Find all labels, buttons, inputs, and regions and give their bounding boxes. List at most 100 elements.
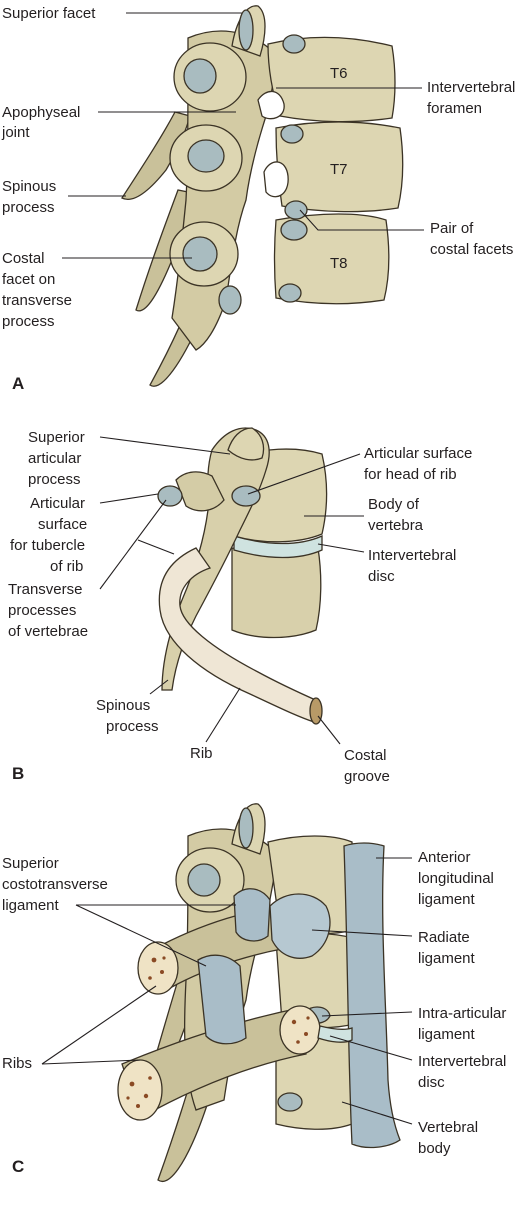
rib-head-cross-section [279, 1005, 321, 1055]
costal-demifacet-t6-lower [280, 124, 304, 144]
marrow-spot [162, 956, 166, 960]
marrow-spot [136, 1104, 140, 1108]
ivd-b-leader [317, 543, 365, 553]
sap-label-line-1: Superior [28, 429, 85, 446]
spinous-process-label-b: Spinous process [96, 679, 169, 735]
apophyseal-joint-label-line-2: joint [1, 124, 30, 141]
tp-label-line-1: Transverse [8, 581, 82, 598]
rib-head-facet-b [231, 485, 261, 507]
transverse-costal-facet-t6 [183, 58, 217, 94]
intervertebral-disc-label-b: Intervertebral disc [317, 543, 456, 585]
marrow-spots [126, 956, 310, 1108]
rib-end-costal-groove [309, 697, 323, 725]
ia-label-line-1: Intra-articular [418, 1005, 506, 1022]
ast-label-line-3: for tubercle [10, 537, 85, 554]
tp-leader-2 [137, 539, 175, 555]
costal-facet-label-line-1: Costal [2, 250, 45, 267]
marrow-spot [126, 1096, 130, 1100]
lower-vertebral-body [231, 547, 322, 639]
sct-label-line-2: costotransverse [2, 876, 108, 893]
marrow-spot [306, 1016, 310, 1020]
ivd-c-label-line-1: Intervertebral [418, 1053, 506, 1070]
costal-demifacet-t8-upper [280, 219, 308, 241]
ast-label-line-1: Articular [30, 495, 85, 512]
costal-groove-label: Costal groove [317, 715, 390, 785]
panel-letter-a: A [12, 374, 24, 393]
spinous-process-label-a-line-1: Spinous [2, 178, 56, 195]
al-label-line-2: longitudinal [418, 870, 494, 887]
marrow-spot [291, 1019, 297, 1025]
costal-demifacet-t7-lower [284, 200, 308, 220]
panel-c: Superior costotransverse ligament Ribs A… [2, 803, 506, 1183]
articular-surface-tubercle-label: Articular surface for tubercle of rib [10, 493, 159, 575]
marrow-spot [143, 1093, 149, 1099]
ash-label-line-2: for head of rib [364, 466, 457, 483]
apophyseal-joint-label: Apophyseal joint [1, 104, 236, 141]
vertebral-body-label: Vertebral body [341, 1101, 478, 1157]
superior-costotransverse-label: Superior costotransverse ligament [2, 855, 236, 967]
pair-costal-facets-label-line-2: costal facets [430, 241, 513, 258]
ribs-label-line: Ribs [2, 1055, 32, 1072]
rib-label: Rib [190, 687, 241, 762]
cg-label-line-1: Costal [344, 747, 387, 764]
marrow-spot [304, 1032, 308, 1036]
sap-label-line-2: articular [28, 450, 81, 467]
panel-a-illustration [121, 5, 404, 387]
spb-leader [149, 679, 169, 695]
rl-label-line-1: Radiate [418, 929, 470, 946]
transverse-facet-c [187, 863, 221, 897]
spb-label-line-2: process [106, 718, 159, 735]
intervertebral-foramen-t7 [263, 161, 289, 198]
superior-articular-process-b [227, 427, 265, 461]
spinous-process-label-a-line-2: process [2, 199, 55, 216]
marrow-spot [160, 970, 164, 974]
intervertebral-disc-c [317, 1025, 353, 1043]
costal-facet-transverse-label: Costal facet on transverse process [2, 250, 192, 330]
costal-demifacet-t6-upper [282, 34, 306, 54]
marrow-spot [129, 1081, 135, 1087]
transverse-costal-facet-t8 [182, 236, 218, 272]
lower-costal-facet-c [277, 1092, 303, 1112]
ribs-leader-2 [41, 1059, 141, 1065]
ivd-b-label-line-1: Intervertebral [368, 547, 456, 564]
transverse-processes-label: Transverse processes of vertebrae [8, 499, 175, 640]
intervertebral-disc-b [233, 534, 323, 559]
radiate-ligament-label: Radiate ligament [311, 929, 476, 967]
al-label-line-1: Anterior [418, 849, 471, 866]
rl-label-line-2: ligament [418, 950, 476, 967]
ast-label-line-2: surface [38, 516, 87, 533]
pair-costal-facets-label: Pair of costal facets [299, 209, 513, 258]
ast-label-line-4: of rib [50, 558, 83, 575]
panel-letter-c: C [12, 1157, 24, 1176]
tp-leader-1 [99, 499, 167, 590]
rib-leader [205, 687, 241, 743]
intervertebral-disc-label-c: Intervertebral disc [329, 1035, 506, 1091]
marrow-spot [151, 957, 157, 963]
superior-costotransverse-ligament-lower [197, 954, 247, 1045]
sap-leader [99, 436, 231, 455]
articular-surface-head-label: Articular surface for head of rib [247, 445, 472, 495]
spinous-process-label-a: Spinous process [2, 178, 126, 216]
costal-facet-label-line-2: facet on [2, 271, 55, 288]
intervertebral-foramen-label: Intervertebral foramen [276, 79, 515, 117]
bov-label-line-1: Body of [368, 496, 420, 513]
superior-facet-label-line: Superior facet [2, 5, 96, 22]
vb-label-line-2: body [418, 1140, 451, 1157]
intra-articular-label: Intra-articular ligament [321, 1005, 506, 1043]
transverse-costal-facet-t7 [187, 139, 225, 173]
upper-rib-cross-section [137, 941, 179, 995]
body-of-vertebra-label: Body of vertebra [304, 496, 424, 534]
cg-leader [317, 715, 341, 745]
tubercle-facet-b [157, 485, 183, 507]
costal-facet-label-line-4: process [2, 313, 55, 330]
ivd-c-label-line-2: disc [418, 1074, 445, 1091]
pair-costal-facets-label-line-1: Pair of [430, 220, 474, 237]
tp-label-line-2: processes [8, 602, 76, 619]
transverse-process-b [175, 471, 225, 512]
ast-leader [99, 493, 159, 504]
superior-costotransverse-ligament-upper [233, 888, 271, 942]
vb-leader [341, 1101, 413, 1125]
ivd-c-leader [329, 1035, 413, 1061]
costal-demifacet-t8-lower [278, 283, 302, 303]
